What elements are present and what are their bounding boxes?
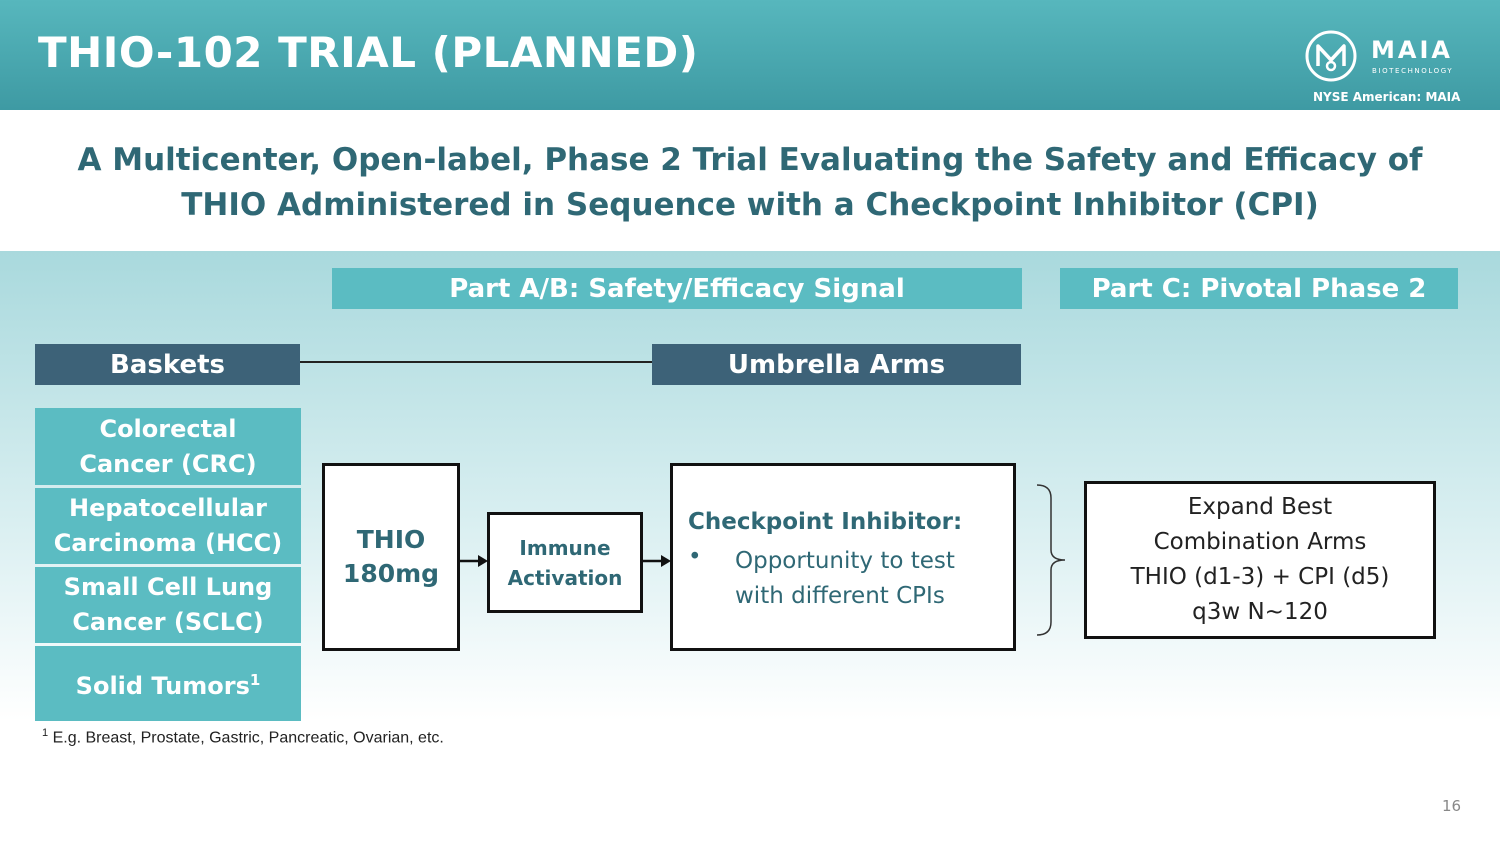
page-number: 16 [1442,797,1462,815]
cpi-line-1: Opportunity to test [735,548,955,574]
expand-combination-box: Expand Best Combination Arms THIO (d1-3)… [1084,481,1436,639]
immune-line-2: Activation [507,565,623,590]
logo-wordmark: MAIA [1371,36,1453,64]
footnote-mark: 1 [42,727,49,739]
basket-sclc-line-2: Cancer (SCLC) [72,608,264,636]
cpi-line-2: with different CPIs [735,583,945,609]
footnote: 1 E.g. Breast, Prostate, Gastric, Pancre… [42,727,444,747]
footnote-text: E.g. Breast, Prostate, Gastric, Pancreat… [52,729,444,747]
expand-line-3: THIO (d1-3) + CPI (d5) [1130,564,1390,590]
basket-hcc-line-2: Carcinoma (HCC) [53,529,283,557]
expand-line-2: Combination Arms [1153,529,1367,555]
immune-to-cpi-arrowhead [661,555,671,567]
expand-line-4: q3w N~120 [1192,599,1328,625]
expand-line-1: Expand Best [1187,494,1333,520]
page-title: THIO-102 TRIAL (PLANNED) [38,28,699,77]
trial-description: A Multicenter, Open-label, Phase 2 Trial… [0,138,1500,228]
thio-dose: 180mg [342,559,440,588]
cpi-bullet-text: Opportunity to test with different CPIs [735,544,955,614]
immune-line-1: Immune [519,535,611,560]
cpi-bullet: • [688,544,702,570]
cpi-title: Checkpoint Inhibitor: [688,509,963,535]
right-brace [1036,484,1066,636]
maia-logo: MAIA BIOTECHNOLOGY [1305,30,1485,90]
thio-dose-box: THIO 180mg [322,463,460,651]
checkpoint-inhibitor-box: Checkpoint Inhibitor: • Opportunity to t… [670,463,1016,651]
part-c-header: Part C: Pivotal Phase 2 [1060,268,1458,309]
part-ab-header: Part A/B: Safety/Efficacy Signal [332,268,1022,309]
trial-description-line-1: A Multicenter, Open-label, Phase 2 Trial… [77,142,1423,178]
baskets-header: Baskets [35,344,300,385]
basket-sclc-line-1: Small Cell Lung [63,573,273,601]
basket-solid-tumors: Solid Tumors1 [35,646,301,721]
trial-description-line-2: THIO Administered in Sequence with a Che… [181,187,1319,223]
thio-label: THIO [356,525,426,554]
logo-subtitle: BIOTECHNOLOGY [1372,67,1454,75]
basket-solid-tumors-label: Solid Tumors [75,672,250,700]
basket-hcc-line-1: Hepatocellular [68,494,267,522]
thio-to-immune-arrowhead [478,555,488,567]
basket-crc-line-1: Colorectal [99,414,237,443]
umbrella-arms-header: Umbrella Arms [652,344,1021,385]
basket-crc-line-2: Cancer (CRC) [79,449,257,478]
header-bar: THIO-102 TRIAL (PLANNED) MAIA BIOTECHNOL… [0,0,1500,110]
exchange-ticker: NYSE American: MAIA [1313,90,1461,104]
basket-solid-tumors-footnote-mark: 1 [249,671,261,689]
maia-logo-icon [1305,30,1357,82]
